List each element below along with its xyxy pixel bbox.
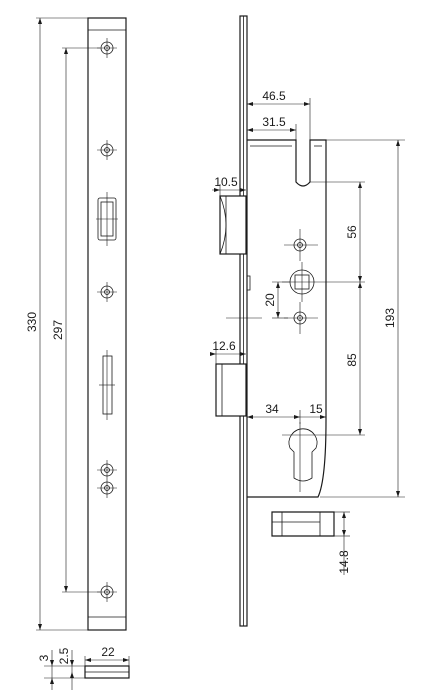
dim-10-5: 10.5: [212, 175, 246, 196]
cylinder-cutout: [282, 422, 330, 492]
dim-label-85: 85: [345, 353, 359, 367]
dim-20: 20: [263, 281, 290, 319]
dim-label-31-5: 31.5: [262, 115, 286, 129]
dim-label-22: 22: [101, 645, 115, 659]
strike-keeper: 14.8: [271, 511, 351, 575]
dim-label-20: 20: [263, 293, 277, 307]
dim-34-15: 34 15: [247, 402, 326, 424]
dim-label-56: 56: [345, 225, 359, 239]
lower-screw-hole: [284, 302, 318, 334]
dim-85: 85: [330, 282, 365, 436]
deadbolt: [215, 363, 247, 417]
dim-label-330: 330: [25, 312, 39, 332]
deadbolt-slot: [99, 350, 115, 420]
fixing-hole-middle: [97, 282, 117, 302]
upper-screw-hole: [284, 229, 318, 261]
fixing-hole-bottom: [97, 582, 117, 602]
latch-slot: [96, 192, 118, 246]
fixing-hole-top: [97, 38, 117, 58]
dim-31-5: 31.5: [247, 115, 297, 140]
dim-193: 193: [320, 139, 405, 498]
lock-case-outline: [247, 139, 327, 498]
dim-label-3: 3: [37, 654, 51, 661]
dim-46-5: 46.5: [246, 89, 311, 140]
dim-330: 330: [25, 17, 88, 631]
fixing-hole-upper: [97, 140, 117, 160]
front-plate-outline: [87, 17, 127, 631]
dim-12-6: 12.6: [210, 339, 246, 364]
dim-56: 56: [310, 181, 365, 283]
latch-bolt: [219, 195, 247, 255]
dim-label-14-8: 14.8: [337, 550, 351, 574]
dim-label-15: 15: [309, 402, 323, 416]
dim-label-46-5: 46.5: [262, 89, 286, 103]
front-plate-view: 297 330: [25, 17, 127, 631]
dim-label-297: 297: [51, 320, 65, 340]
dim-label-10-5: 10.5: [214, 175, 238, 189]
dim-297: 297: [51, 47, 100, 593]
dim-label-193: 193: [383, 308, 397, 328]
dim-label-34: 34: [265, 402, 279, 416]
fixing-hole-lower-b: [97, 460, 117, 498]
lock-body-view: 46.5 31.5 10.5 12.6: [210, 15, 405, 627]
dim-label-2-5: 2.5: [57, 647, 71, 664]
plate-section-view: 22 3 2.5: [37, 645, 130, 690]
dim-label-12-6: 12.6: [212, 339, 236, 353]
